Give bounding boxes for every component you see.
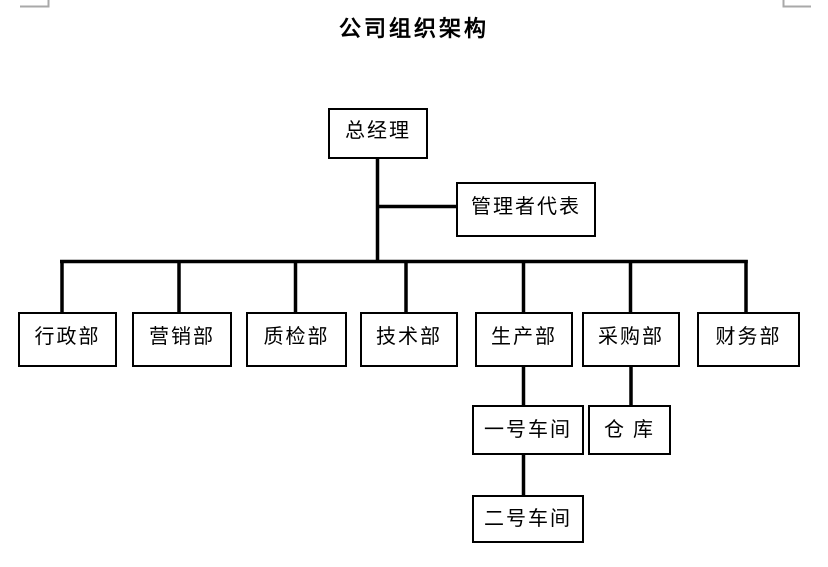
- node-technology-dept[interactable]: 技术部: [360, 312, 458, 367]
- chart-title: 公司组织架构: [338, 16, 489, 41]
- node-general-manager[interactable]: 总经理: [328, 108, 428, 159]
- clipped-frame-artifact-right: [782, 0, 811, 8]
- node-workshop-2[interactable]: 二号车间: [472, 495, 584, 543]
- node-management-representative[interactable]: 管理者代表: [456, 182, 596, 237]
- node-production-dept[interactable]: 生产部: [475, 312, 573, 367]
- node-quality-dept[interactable]: 质检部: [246, 312, 347, 367]
- node-marketing-dept[interactable]: 营销部: [132, 312, 232, 367]
- clipped-frame-artifact-left: [20, 0, 50, 8]
- node-finance-dept[interactable]: 财务部: [697, 312, 800, 367]
- node-admin-dept[interactable]: 行政部: [18, 312, 117, 367]
- node-warehouse[interactable]: 仓 库: [588, 405, 671, 455]
- node-workshop-1[interactable]: 一号车间: [472, 405, 584, 455]
- node-purchasing-dept[interactable]: 采购部: [582, 312, 680, 367]
